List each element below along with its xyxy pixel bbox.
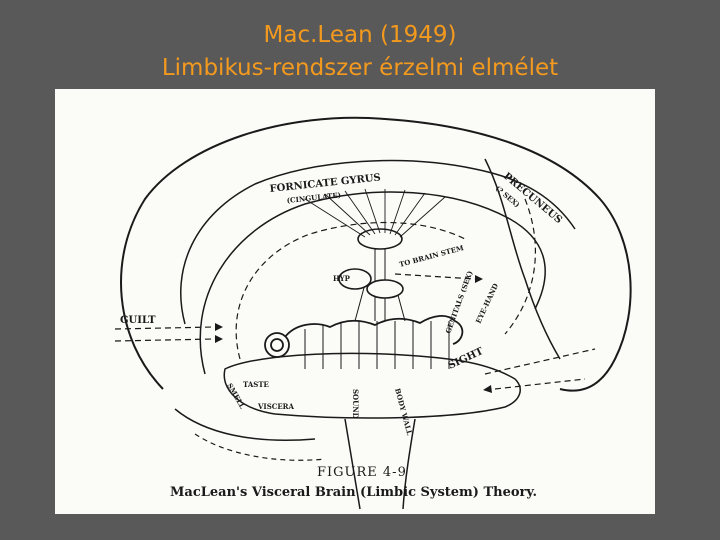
- label-body-wall: BODY WALL: [393, 387, 414, 436]
- hippocampus: [265, 316, 462, 357]
- limbic-diagram: FORNICATE GYRUS (CINGULATE) PRECUNEUS (?…: [55, 89, 655, 514]
- slide-title-line-2: Limbikus-rendszer érzelmi elmélet: [0, 53, 720, 83]
- label-guilt: GUILT: [120, 315, 156, 326]
- label-viscera: VISCERA: [257, 402, 294, 411]
- label-hyp: HYP: [333, 274, 351, 283]
- middle-nucleus: [367, 280, 403, 298]
- label-eye-hand: EYE-HAND: [474, 282, 500, 325]
- figure-caption: MacLean's Visceral Brain (Limbic System)…: [170, 485, 537, 500]
- label-sight: SIGHT: [447, 346, 486, 372]
- lower-loop: [175, 409, 315, 440]
- limbic-system-figure: FORNICATE GYRUS (CINGULATE) PRECUNEUS (?…: [55, 89, 655, 514]
- label-taste: TASTE: [243, 380, 269, 389]
- slide-title-line-1: Mac.Lean (1949): [0, 20, 720, 50]
- figure-number: FIGURE 4-9: [317, 465, 407, 480]
- label-cingulate: (CINGULATE): [286, 190, 341, 205]
- label-to-brain-stem: TO BRAIN STEM: [398, 243, 465, 269]
- label-sound: SOUND: [351, 389, 360, 419]
